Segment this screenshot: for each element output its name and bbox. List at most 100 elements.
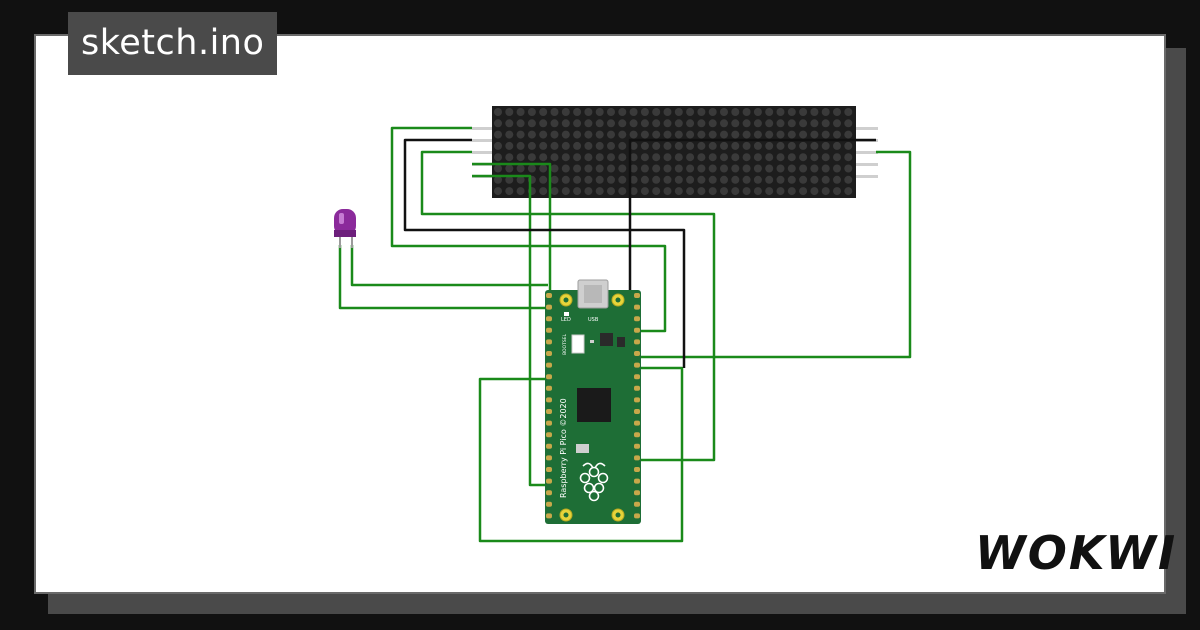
matrix-dot — [753, 141, 762, 150]
wokwi-logo: WOKWI — [975, 526, 1178, 580]
gpio-pin[interactable] — [634, 443, 640, 449]
gpio-pin[interactable] — [546, 490, 552, 496]
matrix-dot — [753, 130, 762, 139]
gpio-pin[interactable] — [634, 409, 640, 414]
matrix-dot — [753, 164, 762, 173]
matrix-dot — [708, 108, 717, 116]
matrix-dot — [720, 153, 728, 162]
gpio-pin[interactable] — [546, 351, 552, 356]
gpio-pin[interactable] — [634, 293, 640, 298]
matrix-dot — [595, 108, 604, 116]
matrix-dot — [607, 153, 615, 162]
matrix-dot — [787, 153, 796, 162]
dot-matrix-display[interactable] — [492, 106, 856, 198]
gpio-pin[interactable] — [546, 339, 552, 345]
matrix-dot — [674, 187, 683, 196]
gpio-pin[interactable] — [546, 362, 552, 368]
gpio-pin[interactable] — [634, 467, 640, 472]
gpio-pin[interactable] — [634, 316, 640, 322]
matrix-dot — [640, 130, 649, 139]
matrix-dot — [663, 175, 672, 184]
led[interactable] — [334, 209, 356, 248]
matrix-dot — [731, 187, 740, 196]
matrix-dot — [618, 141, 627, 150]
gpio-pin[interactable] — [546, 385, 552, 391]
matrix-dot — [697, 187, 706, 196]
rp2040-chip — [577, 388, 611, 422]
gpio-pin[interactable] — [634, 478, 640, 484]
gpio-pin[interactable] — [634, 339, 640, 345]
gpio-pin[interactable] — [634, 304, 640, 310]
pin-row-left — [546, 293, 552, 519]
gpio-pin[interactable] — [546, 432, 552, 438]
matrix-dot — [561, 164, 570, 173]
gpio-pin[interactable] — [634, 385, 640, 391]
gpio-pin[interactable] — [634, 501, 640, 507]
gpio-pin[interactable] — [546, 304, 552, 310]
matrix-dot — [742, 108, 751, 116]
matrix-dot — [640, 119, 649, 128]
matrix-dot — [810, 141, 819, 150]
matrix-dot — [765, 175, 774, 184]
gpio-pin[interactable] — [546, 316, 552, 322]
gpio-pin[interactable] — [546, 467, 552, 472]
gpio-pin[interactable] — [546, 420, 552, 426]
gpio-pin[interactable] — [546, 397, 552, 403]
matrix-dot — [697, 175, 706, 184]
matrix-dot — [844, 153, 853, 162]
matrix-dot — [527, 164, 536, 173]
matrix-dot — [618, 108, 627, 116]
matrix-dot — [539, 130, 548, 139]
matrix-dot — [573, 164, 582, 173]
gpio-pin[interactable] — [546, 327, 552, 333]
matrix-dot — [799, 153, 808, 162]
matrix-dot — [753, 187, 762, 196]
gpio-pin[interactable] — [546, 501, 552, 507]
matrix-dot — [505, 153, 514, 162]
matrix-dot — [674, 119, 683, 128]
gpio-pin[interactable] — [546, 443, 552, 449]
matrix-dot — [765, 164, 774, 173]
gpio-pin[interactable] — [634, 455, 640, 461]
matrix-dot — [640, 187, 649, 196]
matrix-dot — [539, 141, 548, 150]
gpio-pin[interactable] — [634, 397, 640, 403]
gpio-pin[interactable] — [634, 374, 640, 380]
gpio-pin[interactable] — [546, 455, 552, 461]
gpio-pin[interactable] — [634, 420, 640, 426]
bootsel-label: BOOTSEL — [562, 333, 568, 355]
matrix-dot — [776, 187, 785, 196]
gpio-pin[interactable] — [634, 327, 640, 333]
gpio-pin[interactable] — [546, 409, 552, 414]
gpio-pin[interactable] — [546, 513, 552, 519]
matrix-dot — [573, 130, 582, 139]
matrix-dot — [505, 141, 514, 150]
matrix-dot — [753, 175, 762, 184]
gpio-pin[interactable] — [546, 293, 552, 298]
gpio-pin[interactable] — [546, 478, 552, 484]
matrix-dot — [799, 175, 808, 184]
wire-green — [472, 174, 548, 487]
matrix-dot — [731, 108, 740, 116]
matrix-dot — [573, 119, 582, 128]
matrix-dot — [516, 153, 525, 162]
matrix-dot — [573, 187, 582, 196]
matrix-dot — [765, 153, 774, 162]
matrix-dot — [844, 108, 853, 116]
matrix-dot — [516, 187, 525, 196]
wire-black — [403, 138, 686, 368]
matrix-dot — [505, 175, 514, 184]
gpio-pin[interactable] — [634, 362, 640, 368]
gpio-pin[interactable] — [634, 432, 640, 438]
matrix-dot — [787, 175, 796, 184]
pico-board[interactable]: LED USB BOOTSEL Raspberry Pi Pico ©2020 — [545, 279, 641, 524]
matrix-dot — [742, 153, 751, 162]
matrix-dot — [686, 130, 695, 139]
matrix-dot — [821, 141, 830, 150]
gpio-pin[interactable] — [634, 351, 640, 356]
matrix-dot — [742, 119, 751, 128]
gpio-pin[interactable] — [634, 513, 640, 519]
gpio-pin[interactable] — [634, 490, 640, 496]
file-name-tab[interactable]: sketch.ino — [68, 12, 278, 75]
gpio-pin[interactable] — [546, 374, 552, 380]
